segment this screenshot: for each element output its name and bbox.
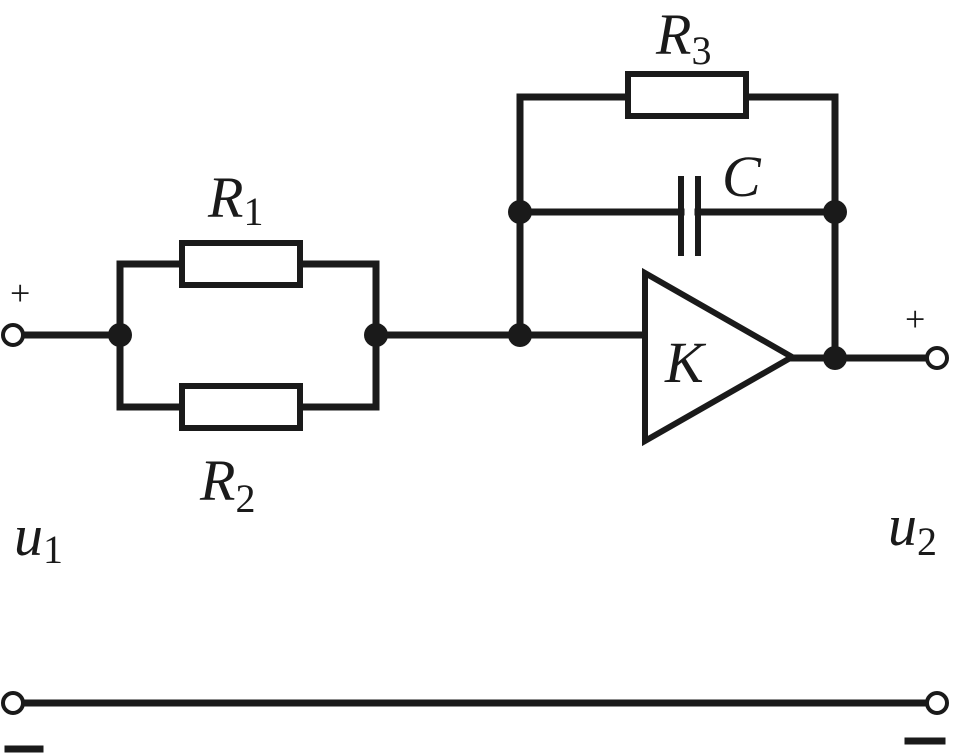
input-network — [18, 240, 380, 431]
label-r1: R1 — [207, 165, 263, 234]
feedback-network — [516, 71, 839, 362]
resistor-r1 — [179, 240, 303, 288]
label-r3: R3 — [655, 2, 711, 73]
junction-dot-parallel-out — [364, 323, 388, 347]
junction-dot-summing — [508, 323, 532, 347]
output-plus-sign: + — [905, 299, 925, 339]
terminal-output-negative — [925, 691, 949, 715]
input-plus-sign: + — [10, 273, 30, 313]
resistor-r3 — [625, 71, 749, 119]
junction-dot-output — [823, 346, 847, 370]
terminal-input-negative — [1, 691, 25, 715]
label-u2: u2 — [888, 493, 937, 564]
terminal-output-positive — [925, 346, 949, 370]
resistor-r2 — [179, 383, 303, 431]
junction-dot-input — [108, 323, 132, 347]
junction-dot-cap-left — [508, 200, 532, 224]
junction-dot-cap-right — [823, 200, 847, 224]
terminal-input-positive — [1, 323, 25, 347]
label-c: C — [722, 144, 762, 209]
label-k: K — [664, 330, 707, 395]
amplifier-k — [642, 267, 799, 447]
label-r2: R2 — [199, 448, 255, 521]
label-u1: u1 — [14, 503, 63, 572]
